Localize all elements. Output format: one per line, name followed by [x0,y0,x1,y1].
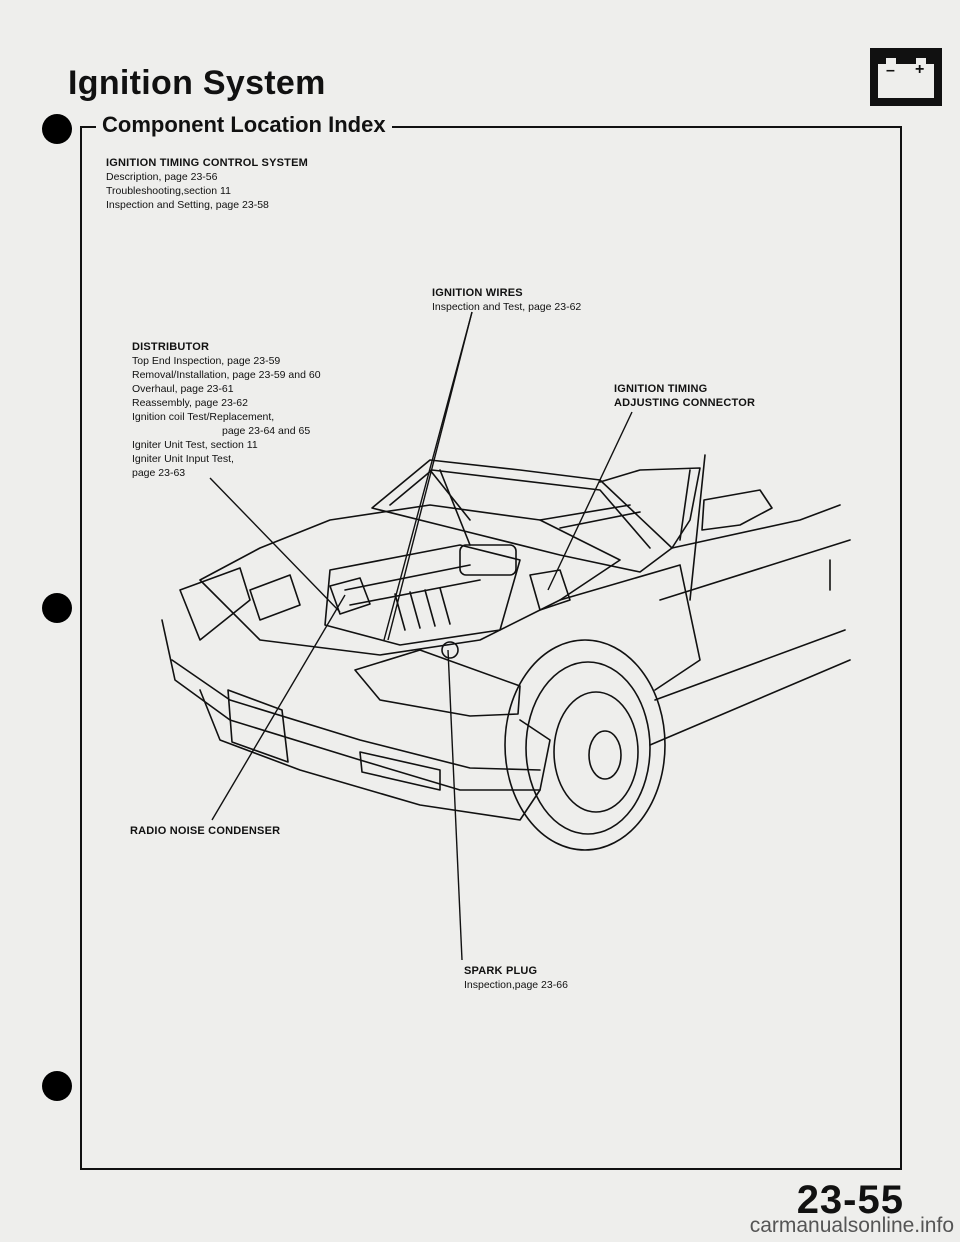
frame-left-line [80,126,82,1170]
body-side [671,504,841,549]
spark-plug-heading: SPARK PLUG [464,965,538,977]
leader-line-ignition-wires [383,311,473,641]
binder-hole-3 [42,1071,72,1101]
air-cleaner [459,544,517,576]
radio-condenser-heading: RADIO NOISE CONDENSER [130,825,281,837]
distributor-cap [329,577,371,615]
battery-icon: – + [870,48,942,106]
distributor-line: Ignition coil Test/Replacement, [132,411,275,423]
timing-control-system-heading: IGNITION TIMING CONTROL SYSTEM [106,157,308,169]
front-wheel-arch [504,639,666,851]
leader-line-radio-condenser [211,594,346,821]
binder-hole-1 [42,114,72,144]
ignition-wires-heading: IGNITION WIRES [432,287,523,299]
ignition-coils [394,587,451,631]
radio-condenser-block: RADIO NOISE CONDENSER [130,824,280,838]
right-headlight [354,649,521,717]
engine-bay [199,504,621,656]
timing-control-system-line: Inspection and Setting, page 23-58 [106,199,269,211]
leader-line-distributor [209,477,341,613]
wheel-hub [588,730,622,780]
frame-right-line [900,126,902,1170]
battery-plus-symbol: + [915,61,925,78]
site-watermark: carmanualsonline.info [749,1214,954,1237]
battery-icon-graphic [870,48,942,106]
distributor-line: Igniter Unit Input Test, [132,453,234,465]
distributor-line: Top End Inspection, page 23-59 [132,355,281,367]
timing-connector-heading-2: ADJUSTING CONNECTOR [614,397,756,409]
distributor-line: page 23-64 and 65 [222,425,311,437]
page-title: Ignition System [68,64,326,102]
timing-control-system-block: IGNITION TIMING CONTROL SYSTEM Descripti… [106,156,308,212]
timing-control-system-line: Description, page 23-56 [106,171,218,183]
windshield [599,467,701,549]
wheel-rim [553,691,639,813]
raised-hood [371,459,673,573]
binder-hole-2 [42,593,72,623]
timing-control-system-line: Troubleshooting,section 11 [106,185,231,197]
ignition-wires-line: Inspection and Test, page 23-62 [432,301,582,313]
leader-line-ignition-wires-2 [387,311,473,641]
distributor-line: Overhaul, page 23-61 [132,383,234,395]
battery-minus-symbol: – [886,62,895,79]
distributor-heading: DISTRIBUTOR [132,341,210,353]
frame-bottom-line [80,1168,902,1170]
distributor-line: page 23-63 [132,467,186,479]
leader-line-timing-connector [547,411,633,591]
front-tire [525,661,651,835]
front-fender [559,564,701,691]
timing-connector-block: IGNITION TIMING ADJUSTING CONNECTOR [614,382,755,410]
distributor-line: Removal/Installation, page 23-59 and 60 [132,369,321,381]
page-number: 23-55 [796,1178,904,1222]
front-bumper [161,619,551,791]
timing-connector-heading-1: IGNITION TIMING [614,383,708,395]
engine-block [324,544,521,646]
license-plate [227,689,289,763]
bumper-vent [359,751,441,791]
distributor-line: Igniter Unit Test, section 11 [132,439,258,451]
spark-plug-line: Inspection,page 23-66 [464,979,568,991]
leader-line-spark-plug [447,649,463,961]
ignition-wires-block: IGNITION WIRES Inspection and Test, page… [432,286,581,314]
frame-top-line [80,126,902,128]
distributor-line: Reassembly, page 23-62 [132,397,248,409]
side-mirror [701,489,773,531]
distributor-block: DISTRIBUTOR Top End Inspection, page 23-… [132,340,321,480]
spark-plug-boot [441,641,459,659]
left-headlight [179,567,251,641]
section-subtitle: Component Location Index [96,112,392,138]
spark-plug-block: SPARK PLUG Inspection,page 23-66 [464,964,568,992]
